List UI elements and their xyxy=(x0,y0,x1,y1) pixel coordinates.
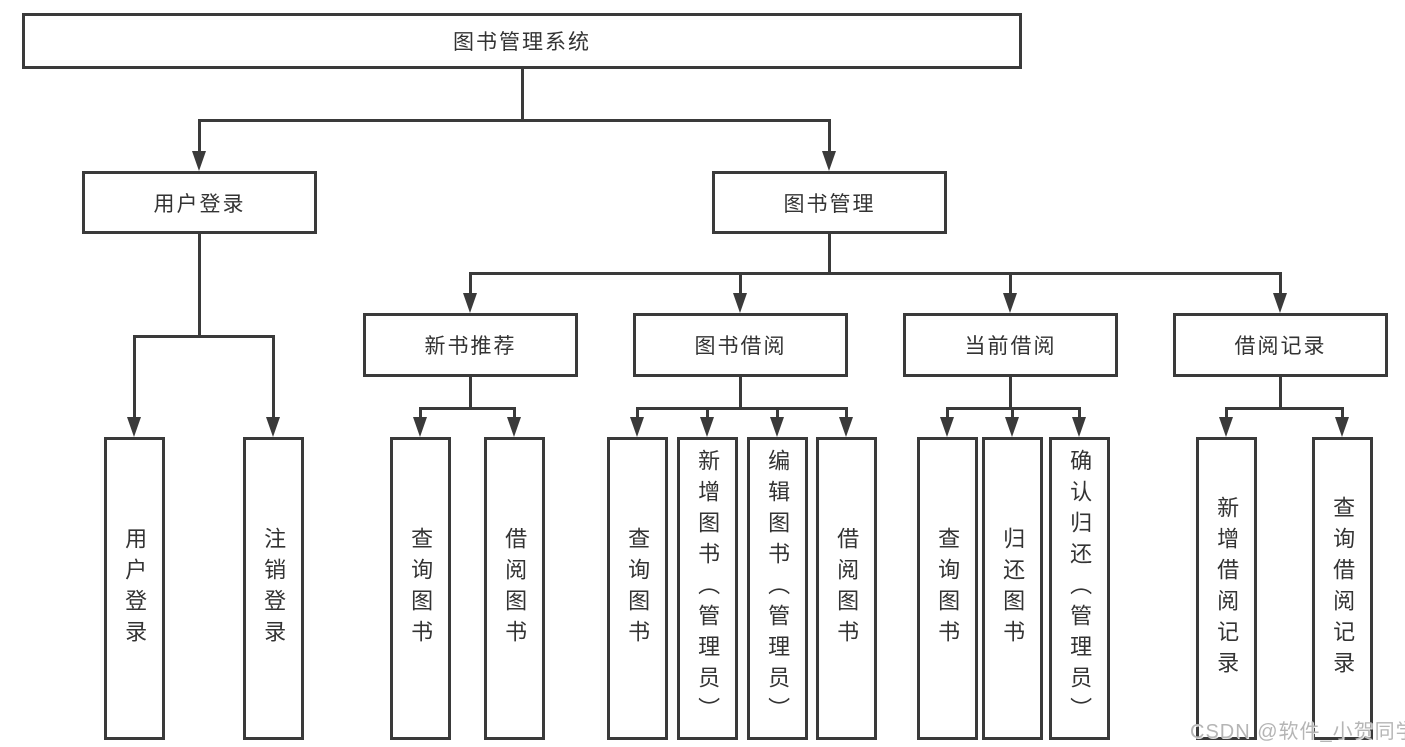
leaf-label: 确认归还（管理员） xyxy=(1067,449,1093,728)
leaf-label: 借阅图书 xyxy=(502,526,528,651)
leaf-return-books: 归还图书 xyxy=(982,437,1043,740)
arrowhead xyxy=(1003,293,1017,313)
connector-leaf xyxy=(513,407,516,419)
arrowhead xyxy=(1005,417,1019,437)
arrowhead xyxy=(413,417,427,437)
arrowhead xyxy=(1072,417,1086,437)
leaf-label: 借阅图书 xyxy=(834,526,860,651)
arrowhead xyxy=(192,151,206,171)
connector-leaf xyxy=(946,407,949,419)
connector-user-login-stem xyxy=(198,232,201,337)
csdn-watermark: CSDN @软件_小贺同学 xyxy=(1190,721,1405,743)
leaf-query-borrow-record: 查询借阅记录 xyxy=(1312,437,1373,740)
arrowhead xyxy=(1335,417,1349,437)
arrowhead xyxy=(839,417,853,437)
connector-leaf xyxy=(419,407,422,419)
node-new-book-recommend: 新书推荐 xyxy=(363,313,578,377)
connector-leaf xyxy=(1011,407,1014,419)
leaf-query-books-borrow: 查询图书 xyxy=(607,437,668,740)
leaf-edit-books-admin: 编辑图书（管理员） xyxy=(747,437,808,740)
leaf-confirm-return-admin: 确认归还（管理员） xyxy=(1049,437,1110,740)
leaf-query-books-current: 查询图书 xyxy=(917,437,978,740)
leaf-label: 归还图书 xyxy=(1000,526,1026,651)
leaf-label: 新增图书（管理员） xyxy=(695,449,721,728)
connector-to-book-borrow xyxy=(739,272,742,295)
arrowhead xyxy=(1273,293,1287,313)
arrowhead xyxy=(700,417,714,437)
node-borrow-record: 借阅记录 xyxy=(1173,313,1388,377)
leaf-borrow-books: 借阅图书 xyxy=(816,437,877,740)
leaf-query-books-recommend: 查询图书 xyxy=(390,437,451,740)
connector-current-borrow-stem xyxy=(1009,375,1012,409)
connector-user-login-rail xyxy=(133,335,275,338)
connector-leaf xyxy=(636,407,639,419)
arrowhead xyxy=(822,151,836,171)
node-current-borrow: 当前借阅 xyxy=(903,313,1118,377)
leaf-label: 查询借阅记录 xyxy=(1330,495,1356,682)
connector-to-leaf-user-login xyxy=(133,335,136,419)
arrowhead xyxy=(266,417,280,437)
connector-new-book-stem xyxy=(469,375,472,409)
connector-root-stem xyxy=(521,68,524,121)
node-user-login: 用户登录 xyxy=(82,171,317,234)
connector-borrow-record-stem xyxy=(1279,375,1282,409)
leaf-borrow-books-recommend: 借阅图书 xyxy=(484,437,545,740)
connector-level2-rail xyxy=(469,272,1282,275)
connector-to-user-login xyxy=(198,119,201,153)
connector-leaf xyxy=(1341,407,1344,419)
connector-to-book-management xyxy=(828,119,831,153)
arrowhead xyxy=(507,417,521,437)
connector-to-borrow-record xyxy=(1279,272,1282,295)
arrowhead xyxy=(630,417,644,437)
node-book-borrow: 图书借阅 xyxy=(633,313,848,377)
leaf-label: 编辑图书（管理员） xyxy=(765,449,791,728)
connector-leaf xyxy=(1225,407,1228,419)
connector-leaf xyxy=(1078,407,1081,419)
leaf-label: 新增借阅记录 xyxy=(1214,495,1240,682)
arrowhead xyxy=(127,417,141,437)
connector-level1-rail xyxy=(198,119,831,122)
node-library-management-system: 图书管理系统 xyxy=(22,13,1022,69)
node-book-management: 图书管理 xyxy=(712,171,947,234)
connector-book-management-stem xyxy=(828,232,831,274)
leaf-label: 注销登录 xyxy=(261,526,287,651)
leaf-logout: 注销登录 xyxy=(243,437,304,740)
leaf-user-login: 用户登录 xyxy=(104,437,165,740)
leaf-add-books-admin: 新增图书（管理员） xyxy=(677,437,738,740)
connector-to-current-borrow xyxy=(1009,272,1012,295)
leaf-label: 查询图书 xyxy=(625,526,651,651)
arrowhead xyxy=(1219,417,1233,437)
arrowhead xyxy=(463,293,477,313)
connector-new-book-rail xyxy=(419,407,516,410)
leaf-label: 查询图书 xyxy=(408,526,434,651)
leaf-label: 查询图书 xyxy=(935,526,961,651)
arrowhead xyxy=(770,417,784,437)
connector-leaf xyxy=(776,407,779,419)
leaf-label: 用户登录 xyxy=(122,526,148,651)
leaf-add-borrow-record: 新增借阅记录 xyxy=(1196,437,1257,740)
connector-borrow-record-rail xyxy=(1225,407,1344,410)
connector-book-borrow-stem xyxy=(739,375,742,409)
connector-leaf xyxy=(845,407,848,419)
connector-to-new-book-recommend xyxy=(469,272,472,295)
connector-to-leaf-logout xyxy=(272,335,275,419)
arrowhead xyxy=(733,293,747,313)
arrowhead xyxy=(940,417,954,437)
connector-book-borrow-rail xyxy=(636,407,848,410)
connector-leaf xyxy=(706,407,709,419)
